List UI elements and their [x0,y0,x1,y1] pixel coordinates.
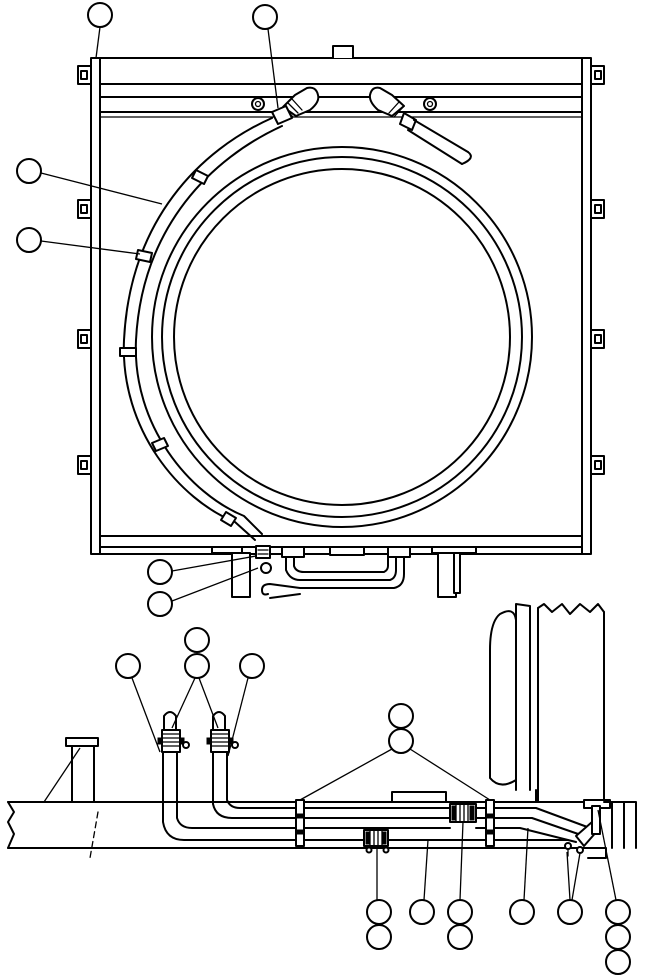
callout-l16 [605,949,631,975]
surge-hose-outer [122,117,273,541]
filler-neck [332,45,354,58]
callout-l4 [239,653,265,679]
callout-l14 [605,899,631,925]
callout-l1 [115,653,141,679]
frame-break [7,801,15,849]
callout-l15 [605,924,631,950]
callout-l3 [184,653,210,679]
callout-u4 [16,227,42,253]
tank-bulge [489,610,517,786]
shroud-frame [90,57,592,555]
callout-u6 [147,591,173,617]
shroud-ring-middle [161,156,523,518]
lower-view [7,603,637,975]
callout-l7 [366,899,392,925]
inline-couplers [363,803,477,854]
riser-fittings [157,711,239,753]
callout-l2 [184,627,210,653]
callouts-lower [115,627,631,975]
callout-l10 [447,899,473,925]
right-fitting [368,86,405,117]
callout-l5 [388,703,414,729]
left-fitting [282,86,320,117]
callout-l6 [388,728,414,754]
right-mount-tabs [590,65,605,475]
shroud-ring-outer [151,146,533,528]
bottom-fittings [211,545,477,599]
callout-u3 [16,158,42,184]
callout-u5 [147,559,173,585]
callouts-upper [16,2,279,617]
callout-l9 [409,899,435,925]
callout-l8 [366,924,392,950]
callout-l11 [447,924,473,950]
fan-opening [173,168,511,506]
callout-u1 [87,2,113,28]
frame-rail-bottom [7,847,607,859]
callout-u2 [252,4,278,30]
shroud-inner-frame [99,57,583,555]
upper-view [16,2,605,617]
callout-l13 [557,899,583,925]
lower-hoses [162,751,591,843]
left-mount-tabs [77,65,92,475]
surge-hose-inner [134,125,283,535]
callout-l12 [509,899,535,925]
